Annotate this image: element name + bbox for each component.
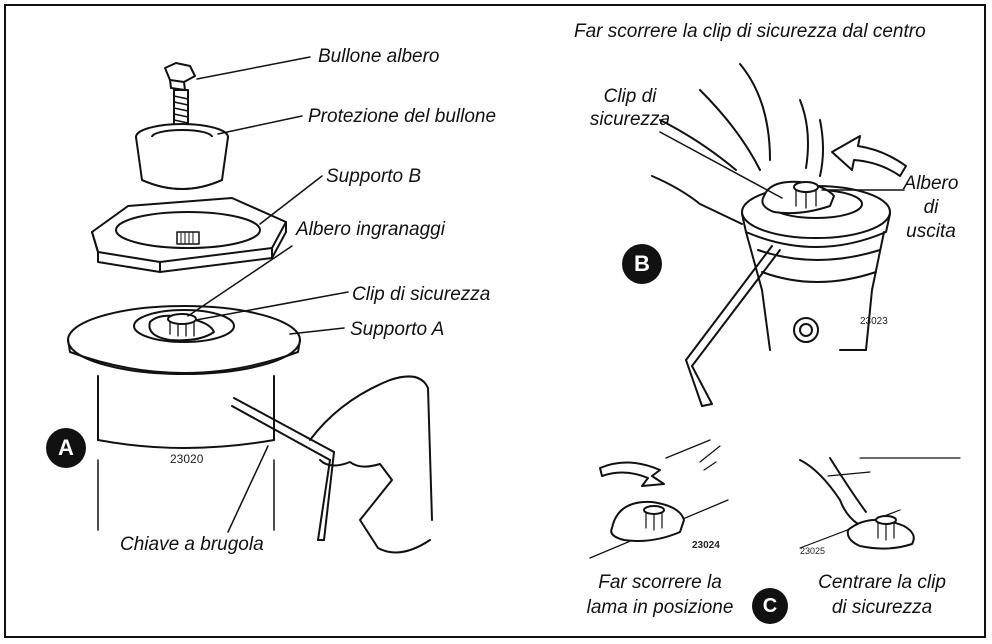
- badge-c: C: [752, 588, 788, 624]
- badge-b: B: [622, 244, 662, 284]
- badge-a: A: [46, 428, 86, 468]
- center-clip-drawing: [800, 458, 960, 549]
- part-number-c-right: 23025: [800, 546, 825, 556]
- bolt-drawing: [165, 63, 195, 130]
- safety-clip-label-a: Clip di sicurezza: [352, 283, 490, 306]
- header-caption: Far scorrere la clip di sicurezza dal ce…: [574, 20, 926, 43]
- output-shaft-label-line3: uscita: [896, 220, 966, 243]
- center-clip-caption-line2: di sicurezza: [802, 596, 962, 619]
- hex-key-label: Chiave a brugola: [120, 533, 264, 556]
- slide-blade-caption-line2: lama in posizione: [580, 596, 740, 619]
- output-shaft-label-line1: Albero: [896, 172, 966, 195]
- bolt-label: Bullone albero: [318, 45, 439, 68]
- hex-key-hand-drawing: [232, 376, 432, 552]
- slide-blade-caption-line1: Far scorrere la: [580, 571, 740, 594]
- hex-key-b: [686, 246, 780, 366]
- bolt-guard-label: Protezione del bullone: [308, 105, 496, 128]
- support-b-drawing: [92, 198, 286, 272]
- part-number-c-left: 23024: [692, 540, 720, 551]
- safety-clip-label-b-line1: Clip di: [580, 85, 680, 108]
- center-clip-caption-line1: Centrare la clip: [802, 571, 962, 594]
- support-a-label: Supporto A: [350, 318, 444, 341]
- support-a-drawing: [68, 306, 300, 530]
- output-shaft-label-line2: di: [896, 196, 966, 219]
- gear-shaft-label: Albero ingranaggi: [296, 218, 445, 241]
- part-number-a: 23020: [170, 452, 203, 466]
- part-number-b: 23023: [860, 316, 888, 327]
- support-b-label: Supporto B: [326, 165, 421, 188]
- safety-clip-label-b-line2: sicurezza: [580, 108, 680, 131]
- bolt-guard-drawing: [136, 124, 228, 189]
